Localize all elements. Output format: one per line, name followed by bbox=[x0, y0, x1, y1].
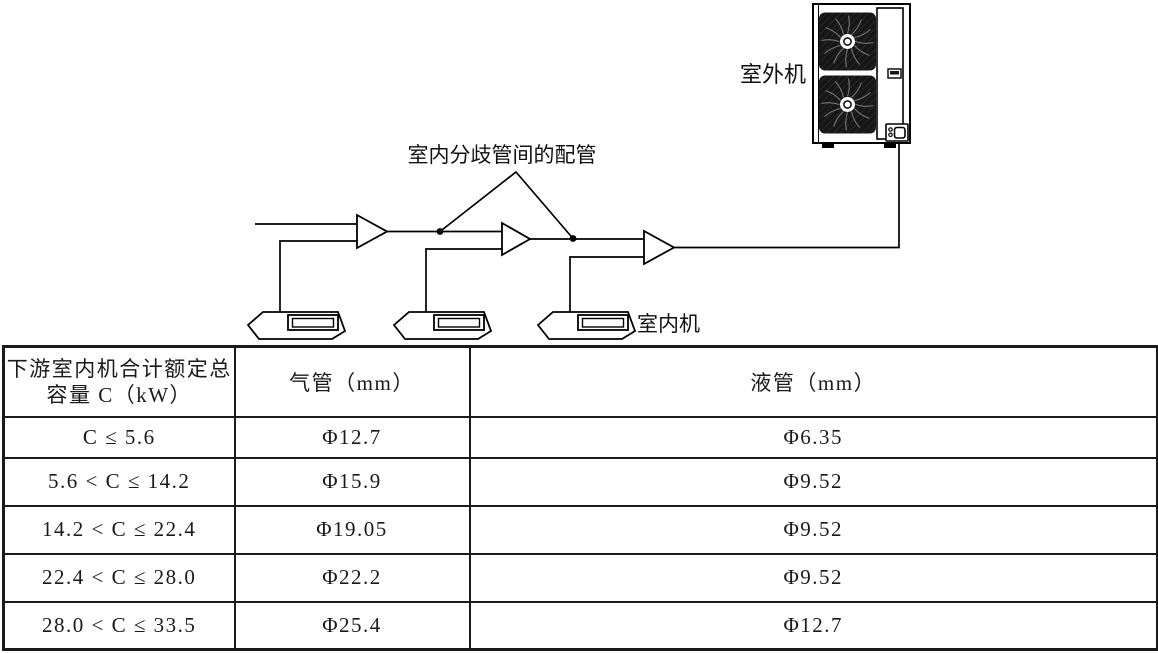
leader-line bbox=[439, 170, 574, 240]
junction-dot-2 bbox=[569, 235, 577, 242]
liquid-pipe-cell: Φ9.52 bbox=[468, 552, 1158, 603]
table-header-row: 下游室内机合计额定总 容量 C（kW） 气管（mm） 液管（mm） bbox=[2, 345, 1158, 418]
capacity-cell: C ≤ 5.6 bbox=[2, 415, 236, 459]
fan-grille-top-icon bbox=[818, 11, 877, 72]
outdoor-unit-label: 室外机 bbox=[740, 62, 806, 87]
piping-diagram: 室外机 室内分歧管间的配管 室内机 bbox=[247, 3, 911, 340]
col-header-capacity-line2: 容量 C（kW） bbox=[46, 382, 193, 407]
col-header-capacity: 下游室内机合计额定总 容量 C（kW） bbox=[2, 345, 236, 418]
pipe-lines bbox=[255, 144, 900, 312]
gas-pipe-cell: Φ15.9 bbox=[233, 456, 471, 507]
col-header-capacity-line1: 下游室内机合计额定总 bbox=[6, 356, 232, 381]
pipe-branch-1 bbox=[279, 240, 357, 312]
pipe-main-3 bbox=[674, 144, 900, 249]
panel-handle-icon bbox=[887, 68, 902, 79]
branch-joint-3 bbox=[643, 229, 676, 266]
gas-pipe-cell: Φ19.05 bbox=[233, 504, 471, 555]
col-header-gas-pipe: 气管（mm） bbox=[233, 345, 471, 418]
table-row: C ≤ 5.6 Φ12.7 Φ6.35 bbox=[2, 415, 1158, 459]
liquid-pipe-cell: Φ9.52 bbox=[468, 504, 1158, 555]
junction-dot-1 bbox=[436, 228, 444, 235]
foot-left bbox=[822, 143, 834, 148]
table-row: 5.6 < C ≤ 14.2 Φ15.9 Φ9.52 bbox=[2, 456, 1158, 507]
fan-grille-bottom-icon bbox=[818, 74, 877, 135]
table-row: 14.2 < C ≤ 22.4 Φ19.05 Φ9.52 bbox=[2, 504, 1158, 555]
capacity-cell: 5.6 < C ≤ 14.2 bbox=[2, 456, 236, 507]
indoor-unit-3 bbox=[537, 311, 636, 340]
gas-pipe-cell: Φ12.7 bbox=[233, 415, 471, 459]
table-row: 28.0 < C ≤ 33.5 Φ25.4 Φ12.7 bbox=[2, 600, 1158, 651]
pipe-spec-table: 下游室内机合计额定总 容量 C（kW） 气管（mm） 液管（mm） C ≤ 5.… bbox=[2, 345, 1158, 651]
branch-pipe-label: 室内分歧管间的配管 bbox=[408, 143, 597, 167]
table-row: 22.4 < C ≤ 28.0 Φ22.2 Φ9.52 bbox=[2, 552, 1158, 603]
pipe-branch-2 bbox=[425, 248, 502, 312]
capacity-cell: 22.4 < C ≤ 28.0 bbox=[2, 552, 236, 603]
valve-cover-icon bbox=[885, 123, 909, 142]
gas-pipe-cell: Φ22.2 bbox=[233, 552, 471, 603]
indoor-unit-label: 室内机 bbox=[637, 312, 700, 336]
liquid-pipe-cell: Φ6.35 bbox=[468, 415, 1158, 459]
gas-pipe-cell: Φ25.4 bbox=[233, 600, 471, 651]
capacity-cell: 28.0 < C ≤ 33.5 bbox=[2, 600, 236, 651]
outdoor-unit bbox=[812, 3, 911, 148]
branch-joint-2 bbox=[501, 221, 532, 257]
foot-right bbox=[884, 143, 896, 148]
col-header-liquid-pipe: 液管（mm） bbox=[468, 345, 1158, 418]
indoor-unit-1 bbox=[247, 311, 346, 340]
capacity-cell: 14.2 < C ≤ 22.4 bbox=[2, 504, 236, 555]
branch-joint-1 bbox=[356, 213, 389, 250]
pipe-branch-3 bbox=[569, 256, 644, 312]
liquid-pipe-cell: Φ12.7 bbox=[468, 600, 1158, 651]
indoor-unit-2 bbox=[393, 311, 492, 340]
liquid-pipe-cell: Φ9.52 bbox=[468, 456, 1158, 507]
